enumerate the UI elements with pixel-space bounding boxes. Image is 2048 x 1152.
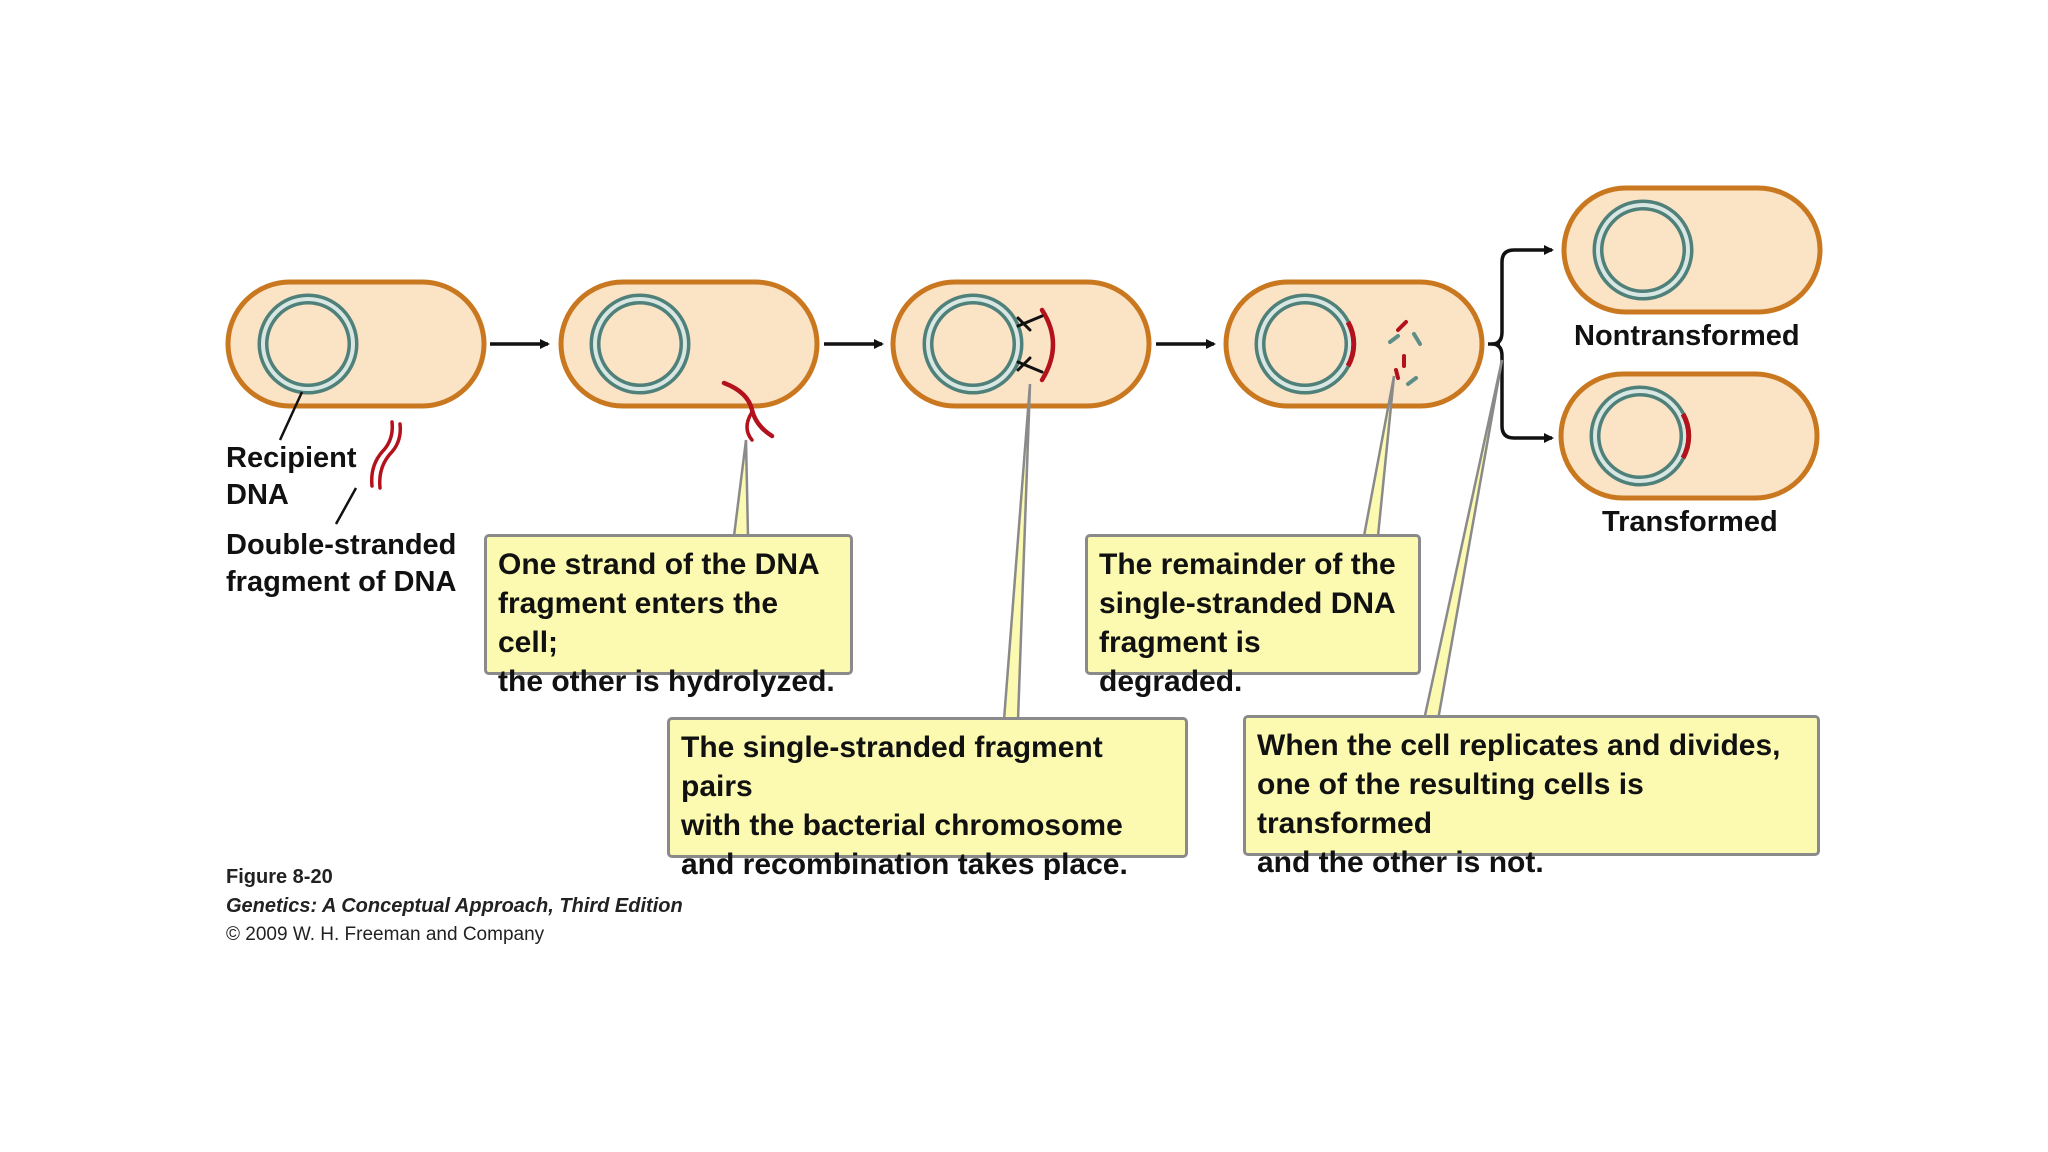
recipient-chromosome [257,293,359,395]
cell-4 [1223,279,1485,409]
degraded-fragments [1388,320,1422,386]
nontransformed-cell [1561,185,1823,315]
double-stranded-donor-dna [369,420,403,490]
recipient-chromosome [589,293,691,395]
book-title: Genetics: A Conceptual Approach, Third E… [226,895,683,917]
cell-1 [225,279,487,409]
transformed-label: Transformed [1602,506,1778,538]
double-stranded-fragment-label: Double-stranded fragment of DNA [226,529,457,598]
copyright: © 2009 W. H. Freeman and Company [226,924,545,945]
cell-2 [558,279,820,409]
callout-step-4: When the cell replicates and divides, on… [1243,715,1820,879]
recipient-chromosome [1254,293,1356,395]
callout-step-3: The remainder of the single-stranded DNA… [1085,534,1421,698]
branch-bracket [1488,245,1554,443]
recipient-chromosome [922,293,1024,395]
transformed-cell [1558,371,1820,501]
figure-number: Figure 8-20 [226,866,333,888]
label-leader-lines [278,391,358,525]
recipient-dna-label: Recipient DNA [226,442,357,511]
callout-step-1: One strand of the DNA fragment enters th… [484,534,853,698]
callout-step-2: The single-stranded fragment pairs with … [667,717,1188,881]
cell-3 [890,279,1152,409]
nontransformed-label: Nontransformed [1574,320,1800,352]
pairing-strand [1016,307,1056,383]
entering-strand [721,380,775,442]
recombined-segment [1345,320,1357,368]
callout-pointers [732,359,1504,722]
